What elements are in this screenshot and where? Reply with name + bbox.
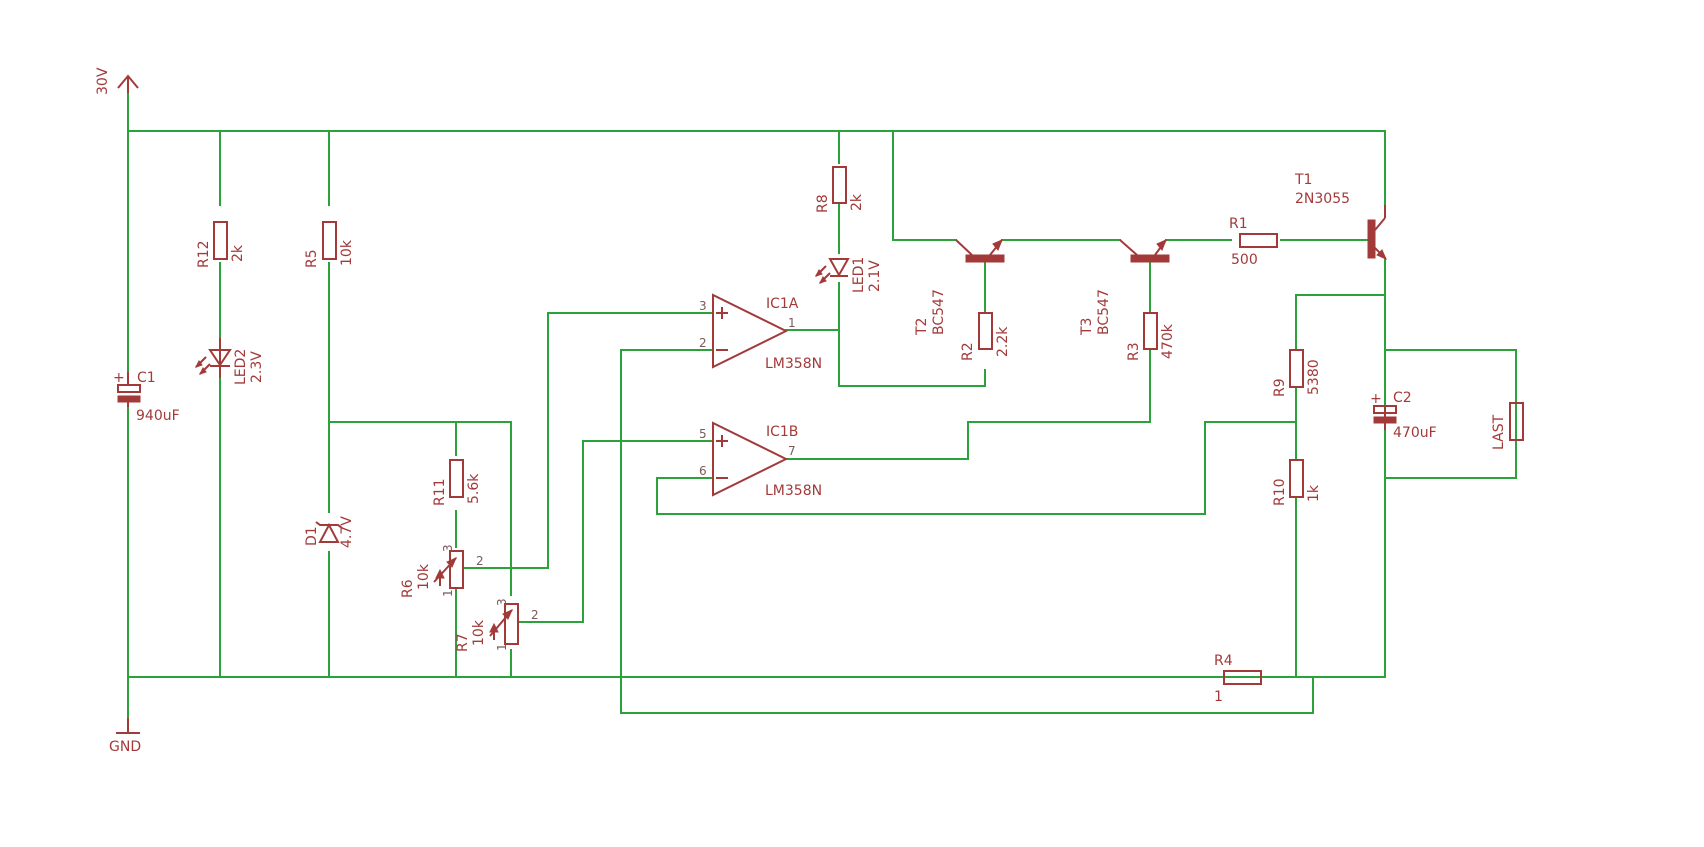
r12-name: R12 <box>196 240 212 268</box>
r7-pin-bottom: 1 <box>495 643 509 651</box>
r10-resistor-icon <box>1289 459 1304 498</box>
wires <box>127 92 1517 729</box>
t1-name: T1 <box>1294 172 1312 188</box>
r9-value: 5380 <box>1306 359 1322 395</box>
r7-name: R7 <box>455 633 471 652</box>
r6-pin-wiper: 2 <box>476 554 484 568</box>
r1-value: 500 <box>1231 252 1258 268</box>
r6-pin-top: 3 <box>441 544 455 552</box>
r5-resistor-icon <box>322 221 337 260</box>
supply-label: 30V <box>95 67 111 95</box>
r2-name: R2 <box>960 342 976 361</box>
supply-arrow-icon <box>117 74 139 93</box>
c1-name: C1 <box>137 370 156 386</box>
d1-zener-icon <box>315 521 343 543</box>
r7-pin-top: 3 <box>495 598 509 606</box>
wire-t2-collector <box>892 130 957 241</box>
r11-value: 5.6k <box>466 473 482 504</box>
c1-capacitor-icon: + <box>113 370 141 407</box>
r9-resistor-icon <box>1289 349 1304 388</box>
t1-value: 2N3055 <box>1295 191 1350 207</box>
t2-name: T2 <box>914 318 930 336</box>
r1-name: R1 <box>1229 216 1248 232</box>
ic1a-value: LM358N <box>765 356 822 372</box>
ic1a-opamp-icon <box>712 293 789 369</box>
r8-value: 2k <box>849 193 865 211</box>
r2-value: 2.2k <box>995 326 1011 357</box>
r11-resistor-icon <box>449 459 464 498</box>
t1-transistor-icon <box>1367 205 1387 260</box>
r12-resistor-icon <box>213 221 228 260</box>
r3-resistor-icon <box>1143 312 1158 350</box>
c1-value: 940uF <box>136 408 180 424</box>
r5-name: R5 <box>304 249 320 268</box>
r6-name: R6 <box>400 579 416 598</box>
c2-name: C2 <box>1393 390 1412 406</box>
t2-transistor-icon <box>955 239 1005 263</box>
svg-text:+: + <box>113 370 125 386</box>
wire-r3-to-ic1b <box>785 349 1151 460</box>
r6-pin-bottom: 1 <box>441 589 455 597</box>
r7-pin-wiper: 2 <box>531 608 539 622</box>
wire-r6-wiper <box>464 312 714 569</box>
r9-name: R9 <box>1272 378 1288 397</box>
wire-load <box>1384 349 1517 479</box>
led2-value: 2.3V <box>249 351 265 383</box>
ic1b-name: IC1B <box>766 424 798 440</box>
r2-resistor-icon <box>978 312 993 350</box>
wire-supply-rail <box>127 92 1386 206</box>
wire-r7-wiper <box>519 440 714 623</box>
ic1a-pin-out: 1 <box>788 316 796 330</box>
ic1a-pin-plus: 3 <box>699 299 707 313</box>
r6-value: 10k <box>416 563 432 590</box>
d1-value: 4.7V <box>339 516 355 548</box>
ic1a-pin-minus: 2 <box>699 336 707 350</box>
ground-label: GND <box>109 739 141 755</box>
r7-trimmer-icon <box>489 603 519 645</box>
r11-name: R11 <box>432 478 448 506</box>
r1-resistor-icon <box>1239 233 1278 248</box>
r10-value: 1k <box>1306 484 1322 502</box>
load-resistor-icon <box>1509 402 1524 441</box>
r12-value: 2k <box>230 244 246 262</box>
r4-value: 1 <box>1214 689 1223 705</box>
c2-value: 470uF <box>1393 425 1437 441</box>
ground-symbol-icon <box>116 718 140 734</box>
svg-text:+: + <box>1370 391 1382 407</box>
ic1b-pin-out: 7 <box>788 444 796 458</box>
t2-value: BC547 <box>931 289 947 335</box>
led2-icon <box>195 338 232 378</box>
r3-name: R3 <box>1126 342 1142 361</box>
ic1b-pin-minus: 6 <box>699 464 707 478</box>
ic1b-opamp-icon <box>712 421 789 497</box>
r8-resistor-icon <box>832 166 847 204</box>
ic1a-name: IC1A <box>766 296 799 312</box>
t3-value: BC547 <box>1096 289 1112 335</box>
led2-name: LED2 <box>233 349 249 385</box>
t3-name: T3 <box>1079 318 1095 336</box>
led1-value: 2.1V <box>867 260 883 292</box>
r4-resistor-icon <box>1223 670 1262 685</box>
load-name: LAST <box>1491 414 1507 450</box>
wire-led1-node <box>838 282 986 387</box>
r3-value: 470k <box>1160 323 1176 359</box>
r6-trimmer-icon <box>433 550 464 589</box>
r8-name: R8 <box>815 194 831 213</box>
wire-divider-ic1b <box>656 421 1297 515</box>
r7-value: 10k <box>471 619 487 646</box>
r10-name: R10 <box>1272 478 1288 506</box>
t3-transistor-icon <box>1119 239 1170 263</box>
r5-value: 10k <box>339 239 355 266</box>
d1-name: D1 <box>304 526 320 546</box>
led1-name: LED1 <box>851 257 867 293</box>
wire-ref-node <box>328 421 512 596</box>
wire-out-r9 <box>1295 294 1386 350</box>
wire-ic1a-minus <box>620 349 1314 714</box>
c2-capacitor-icon: + <box>1370 391 1397 430</box>
ic1b-value: LM358N <box>765 483 822 499</box>
ic1b-pin-plus: 5 <box>699 427 707 441</box>
r4-name: R4 <box>1214 653 1233 669</box>
led1-icon <box>815 258 850 284</box>
